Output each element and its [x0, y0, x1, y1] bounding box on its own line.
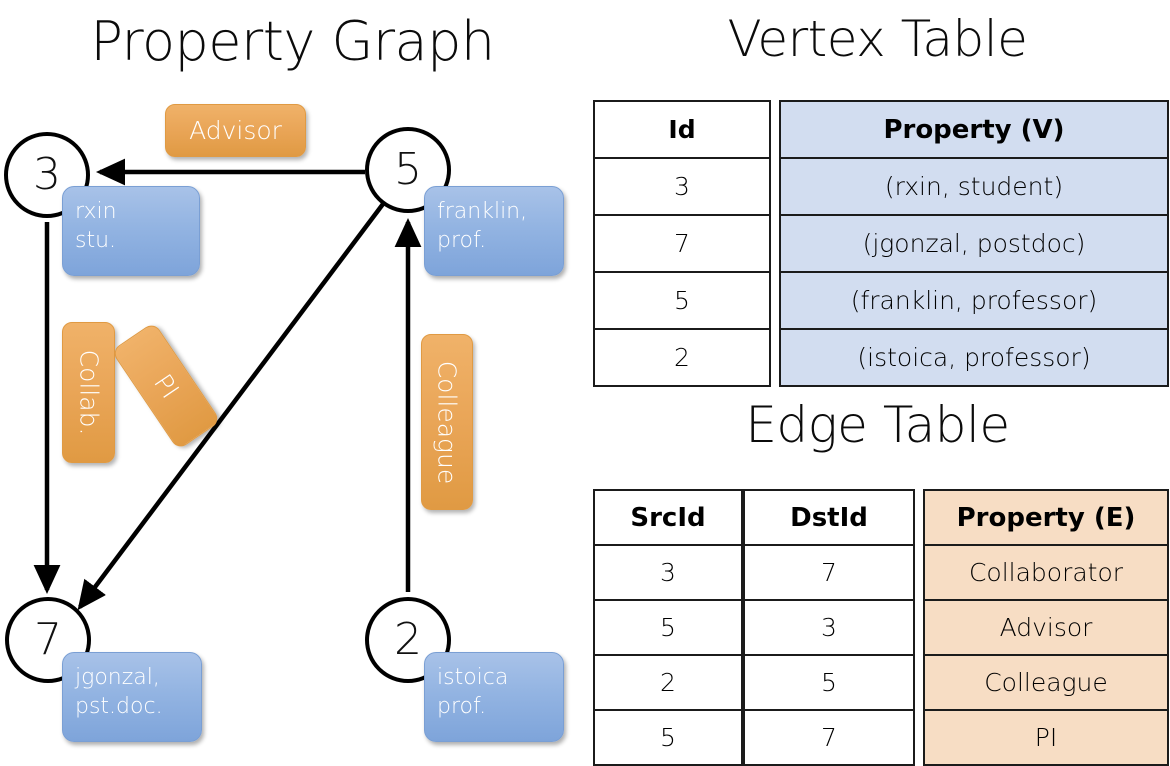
- table-row: (franklin, professor): [779, 271, 1169, 330]
- edge-table-cell-property: Colleague: [923, 654, 1169, 711]
- edge-label-box-colleague: Colleague: [421, 334, 473, 510]
- graph-node-7-label: 7: [34, 614, 62, 665]
- table-row: 5: [593, 271, 771, 330]
- vertex-table-cell-id: 3: [593, 157, 771, 216]
- edge-table-cell-dstid: 7: [743, 544, 915, 601]
- graph-node-3-label: 3: [33, 149, 61, 200]
- vertex-table-header-property: Property (V): [779, 100, 1169, 159]
- table-row: 2: [593, 654, 743, 711]
- table-header-row: Property (V): [779, 100, 1169, 159]
- table-row: 2: [593, 328, 771, 387]
- vertex-table-cell-property: (istoica, professor): [779, 328, 1169, 387]
- node-property-box-5: franklin, prof.: [424, 186, 564, 276]
- edge-table-cell-property: Advisor: [923, 599, 1169, 656]
- edge-table-cell-srcid: 2: [593, 654, 743, 711]
- page-title-edge-table: Edge Table: [745, 396, 1010, 454]
- table-row: Colleague: [923, 654, 1169, 711]
- graph-node-2[interactable]: 2: [365, 597, 451, 683]
- table-header-row: Id: [593, 100, 771, 159]
- vertex-table-cell-id: 7: [593, 214, 771, 273]
- edge-arrow-pi: [77, 202, 385, 611]
- table-row: 3: [743, 599, 915, 656]
- edge-table-srcid-column: SrcId 3 5 2 5: [593, 489, 743, 766]
- table-row: Advisor: [923, 599, 1169, 656]
- edge-table-cell-dstid: 3: [743, 599, 915, 656]
- vertex-table-cell-property: (jgonzal, postdoc): [779, 214, 1169, 273]
- property-graph-diagram: 3 5 7 2 rxin stu. franklin, prof. jgonza…: [0, 0, 585, 760]
- edge-label-text-advisor: Advisor: [189, 116, 282, 145]
- graph-node-5[interactable]: 5: [365, 127, 451, 213]
- edge-label-box-advisor: Advisor: [165, 104, 306, 157]
- table-row: 3: [593, 157, 771, 216]
- table-row: 3: [593, 544, 743, 601]
- edge-table-header-dstid: DstId: [743, 489, 915, 546]
- vertex-table-property-column: Property (V) (rxin, student) (jgonzal, p…: [779, 100, 1169, 387]
- table-row: Collaborator: [923, 544, 1169, 601]
- table-header-row: DstId: [743, 489, 915, 546]
- edge-table-cell-property: Collaborator: [923, 544, 1169, 601]
- edge-table-dstid-column: DstId 7 3 5 7: [743, 489, 915, 766]
- edge-table-cell-srcid: 3: [593, 544, 743, 601]
- edge-table-cell-property: PI: [923, 709, 1169, 766]
- table-header-row: Property (E): [923, 489, 1169, 546]
- table-row: (rxin, student): [779, 157, 1169, 216]
- edge-label-box-collab: Collab.: [62, 322, 115, 463]
- table-row: 5: [593, 599, 743, 656]
- edge-table-cell-dstid: 5: [743, 654, 915, 711]
- node-property-box-2: istoica prof.: [424, 652, 564, 742]
- table-row: (istoica, professor): [779, 328, 1169, 387]
- node-property-box-3: rxin stu.: [62, 186, 200, 276]
- vertex-table-cell-id: 2: [593, 328, 771, 387]
- edge-table-property-column: Property (E) Collaborator Advisor Collea…: [923, 489, 1169, 766]
- edge-table-cell-dstid: 7: [743, 709, 915, 766]
- table-row: 7: [593, 214, 771, 273]
- graph-edge-arrows: [33, 158, 422, 611]
- page-title-vertex-table: Vertex Table: [727, 10, 1028, 68]
- graph-node-2-label: 2: [394, 614, 422, 665]
- table-row: 7: [743, 709, 915, 766]
- edge-label-text-colleague: Colleague: [432, 360, 462, 484]
- graph-node-5-label: 5: [394, 144, 422, 195]
- vertex-table-cell-property: (franklin, professor): [779, 271, 1169, 330]
- table-row: 5: [743, 654, 915, 711]
- table-row: PI: [923, 709, 1169, 766]
- vertex-table-cell-id: 5: [593, 271, 771, 330]
- edge-table-header-srcid: SrcId: [593, 489, 743, 546]
- edge-table-header-property: Property (E): [923, 489, 1169, 546]
- table-header-row: SrcId: [593, 489, 743, 546]
- table-row: (jgonzal, postdoc): [779, 214, 1169, 273]
- vertex-table-id-column: Id 3 7 5 2: [593, 100, 771, 387]
- vertex-table-header-id: Id: [593, 100, 771, 159]
- page-title-property-graph: Property Graph: [90, 10, 495, 73]
- edge-table-cell-srcid: 5: [593, 709, 743, 766]
- table-row: 7: [743, 544, 915, 601]
- edge-table-cell-srcid: 5: [593, 599, 743, 656]
- edge-label-text-collab: Collab.: [74, 349, 103, 436]
- vertex-table-cell-property: (rxin, student): [779, 157, 1169, 216]
- node-property-box-7: jgonzal, pst.doc.: [62, 652, 202, 742]
- edge-label-text-pi: PI: [147, 368, 185, 404]
- table-row: 5: [593, 709, 743, 766]
